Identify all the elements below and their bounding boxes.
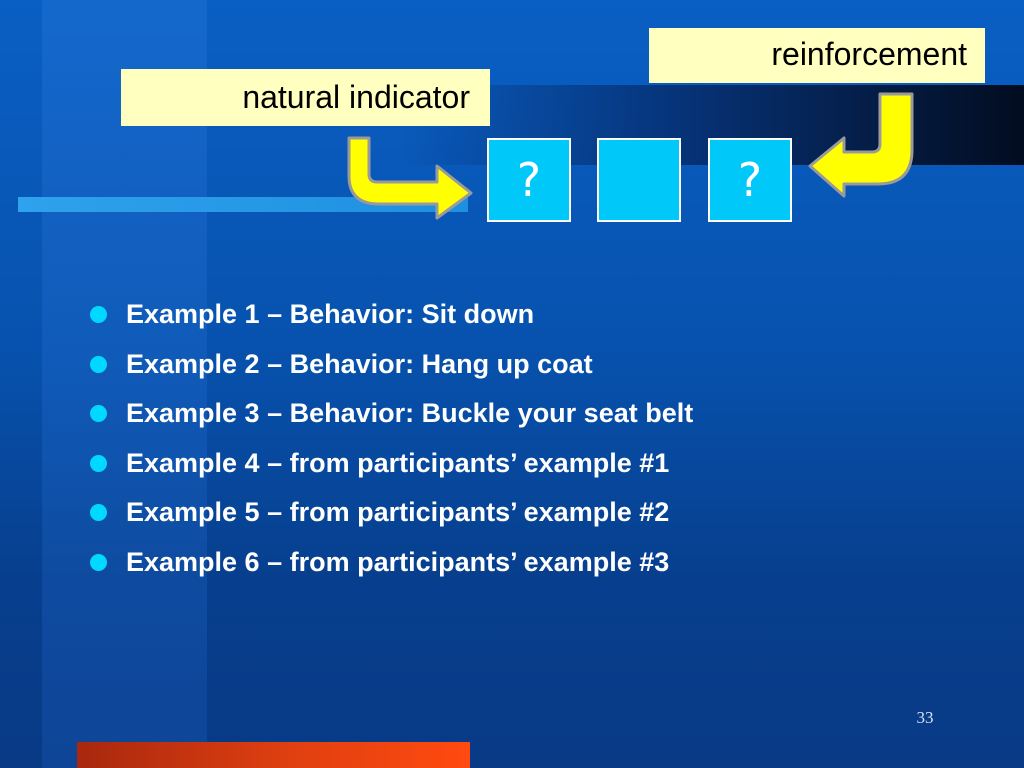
list-item: Example 3 – Behavior: Buckle your seat b… (90, 389, 990, 439)
curved-arrow-left-icon (808, 92, 914, 198)
list-item-text: Example 1 – Behavior: Sit down (126, 299, 535, 330)
bullet-icon (90, 355, 107, 373)
example-list: Example 1 – Behavior: Sit down Example 2… (90, 290, 990, 587)
background-panel (42, 0, 207, 768)
bullet-icon (90, 454, 107, 472)
list-item-text: Example 5 – from participants’ example #… (126, 497, 670, 528)
list-item-text: Example 6 – from participants’ example #… (126, 546, 670, 577)
question-box-1: ? (487, 138, 571, 222)
accent-bar (77, 742, 470, 768)
reinforcement-label: reinforcement (649, 28, 985, 83)
list-item: Example 4 – from participants’ example #… (90, 439, 990, 489)
background-stripe (18, 197, 468, 212)
list-item-text: Example 3 – Behavior: Buckle your seat b… (126, 398, 694, 429)
middle-box (597, 138, 681, 222)
list-item-text: Example 2 – Behavior: Hang up coat (126, 348, 593, 379)
list-item: Example 1 – Behavior: Sit down (90, 290, 990, 340)
bullet-icon (90, 504, 107, 522)
list-item: Example 5 – from participants’ example #… (90, 488, 990, 538)
curved-arrow-right-icon (347, 136, 473, 220)
natural-indicator-label: natural indicator (121, 69, 490, 126)
bullet-icon (90, 553, 107, 571)
list-item: Example 6 – from participants’ example #… (90, 538, 990, 588)
page-number: 33 (916, 708, 934, 727)
question-box-2: ? (708, 138, 792, 222)
list-item: Example 2 – Behavior: Hang up coat (90, 340, 990, 390)
list-item-text: Example 4 – from participants’ example #… (126, 447, 670, 478)
bullet-icon (90, 306, 107, 324)
bullet-icon (90, 405, 107, 423)
